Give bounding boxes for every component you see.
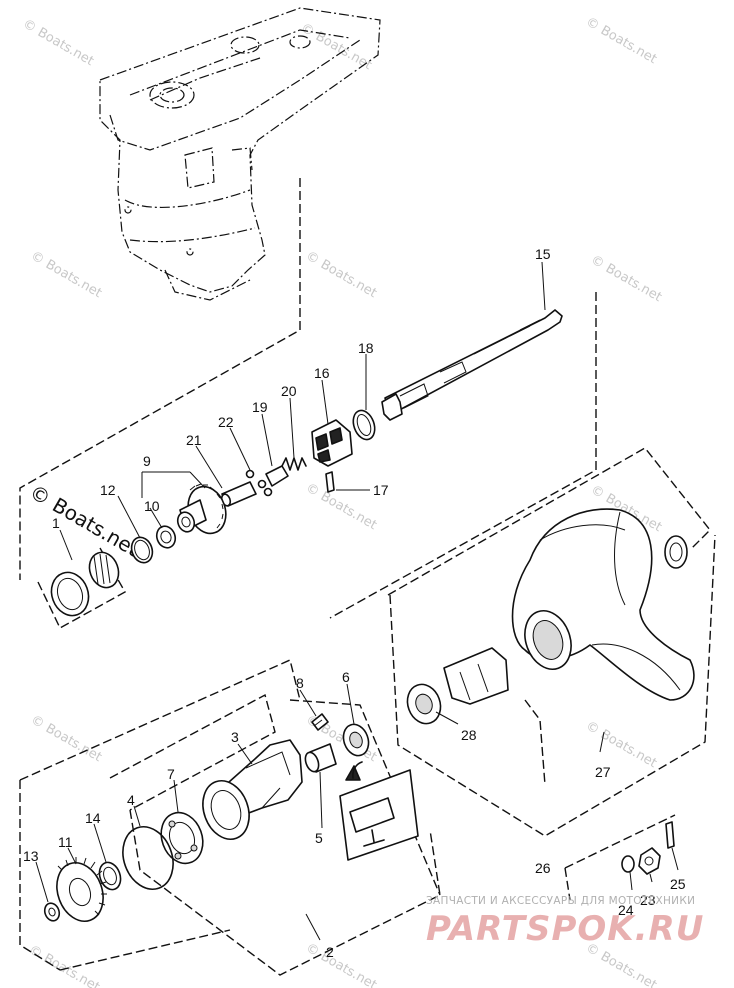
callout-25: 25 — [670, 876, 686, 892]
callout-27: 27 — [595, 764, 611, 780]
watermark-text: © Boats.net — [303, 248, 379, 301]
callout-5: 5 — [315, 830, 323, 846]
bearing-10 — [155, 525, 177, 549]
callout-10: 10 — [144, 498, 160, 514]
leader-lines — [35, 261, 679, 941]
washer-13 — [43, 902, 61, 922]
callout-9: 9 — [143, 453, 151, 469]
callout-7: 7 — [167, 766, 175, 782]
bearing-housing-3 — [202, 739, 303, 840]
watermark-text: © Boats.net — [588, 252, 664, 305]
shim-12 — [130, 536, 154, 564]
partspok-logo: ЗАПЧАСТИ И АКСЕССУАРЫ ДЛЯ МОТОТЕХНИКИ PA… — [426, 895, 704, 949]
callout-20: 20 — [281, 383, 297, 399]
callout-26: 26 — [535, 860, 551, 876]
pin-17 — [325, 471, 335, 493]
washer-24 — [621, 855, 635, 873]
needle-bearing-5 — [304, 743, 337, 773]
spacer-28 — [406, 647, 509, 725]
install-tool-inset — [339, 761, 419, 861]
watermark-text: © Boats.net — [20, 16, 96, 69]
taper-bearing-1 — [50, 551, 120, 617]
watermark-text: © Boats.net — [303, 940, 379, 988]
bolt-8 — [311, 713, 329, 731]
propeller-27 — [511, 508, 695, 701]
oil-seal-6 — [342, 723, 370, 757]
callout-24: 24 — [618, 902, 634, 918]
callout-21: 21 — [186, 432, 202, 448]
callout-6: 6 — [342, 669, 350, 685]
callout-13: 13 — [23, 848, 39, 864]
propeller-shaft — [381, 309, 563, 421]
balls-22 — [245, 469, 273, 497]
spring-20 — [281, 457, 307, 471]
watermark-text: © Boats.net — [26, 942, 102, 988]
o-ring-4 — [122, 826, 174, 890]
callout-22: 22 — [218, 414, 234, 430]
reverse-gear-9 — [176, 483, 227, 535]
callout-1: 1 — [52, 515, 60, 531]
callout-18: 18 — [358, 340, 374, 356]
callout-14: 14 — [85, 810, 101, 826]
callout-28: 28 — [461, 727, 477, 743]
logo-subtitle: ЗАПЧАСТИ И АКСЕССУАРЫ ДЛЯ МОТОТЕХНИКИ — [426, 895, 695, 907]
watermark-text: © Boats.net — [28, 248, 104, 301]
callout-3: 3 — [231, 729, 239, 745]
logo-name: PARTSPOK.RU — [426, 909, 704, 949]
callout-4: 4 — [127, 792, 135, 808]
shift-slider-21 — [220, 481, 257, 507]
callout-15: 15 — [535, 246, 551, 262]
ring-18 — [352, 409, 376, 441]
cotter-pin-25 — [665, 821, 675, 849]
lower-casing-outline — [99, 7, 381, 301]
callout-17: 17 — [373, 482, 389, 498]
gear-11 — [56, 857, 107, 922]
watermark-strong: © Boats.net — [26, 480, 144, 562]
watermark-text: © Boats.net — [583, 14, 659, 67]
plunger-19 — [265, 465, 289, 487]
nut-23 — [638, 847, 661, 875]
callout-19: 19 — [252, 399, 268, 415]
bearing-7 — [160, 811, 204, 865]
callout-labels: 15 18 16 20 19 22 21 9 17 12 10 1 8 6 3 … — [23, 246, 686, 960]
callout-23: 23 — [640, 892, 656, 908]
callout-2: 2 — [326, 944, 334, 960]
callout-12: 12 — [100, 482, 116, 498]
callout-8: 8 — [296, 675, 304, 691]
watermark-text: © Boats.net — [303, 480, 379, 533]
assembly-frames — [19, 178, 716, 976]
callout-16: 16 — [314, 365, 330, 381]
watermarks: © Boats.net © Boats.net © Boats.net © Bo… — [20, 14, 664, 988]
thrust-washer — [664, 535, 688, 569]
clutch-16 — [311, 419, 353, 467]
callout-11: 11 — [58, 834, 73, 850]
watermark-text: © Boats.net — [28, 712, 104, 765]
